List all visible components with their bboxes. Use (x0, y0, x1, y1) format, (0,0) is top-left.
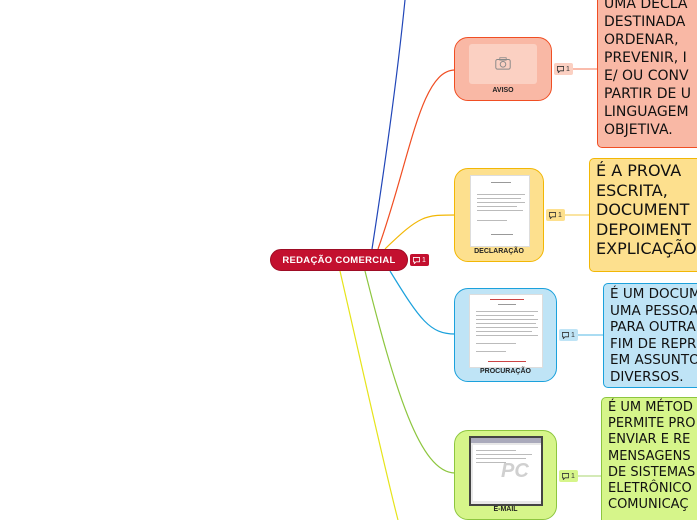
declaracao-document-thumbnail (470, 175, 530, 247)
note-declaracao: É A PROVA ESCRITA, DOCUMENT DEPOIMENT EX… (589, 158, 697, 272)
comment-icon (413, 257, 420, 264)
topic-email[interactable]: PC E-MAIL (454, 430, 557, 520)
topic-email-label: E-MAIL (455, 506, 556, 513)
aviso-image (469, 44, 537, 84)
email-screenshot-thumbnail: PC (469, 436, 543, 506)
connector-declaracao (385, 215, 455, 249)
note-procuracao: É UM DOCUM UMA PESSOA PARA OUTRA FIM DE … (603, 283, 697, 388)
email-comment-badge[interactable]: 1 (559, 470, 578, 482)
central-topic[interactable]: REDAÇÃO COMERCIAL (270, 249, 408, 271)
connector-top (372, 0, 405, 249)
comment-icon (557, 66, 564, 73)
topic-procuracao[interactable]: PROCURAÇÃO (454, 288, 557, 382)
topic-aviso-label: AVISO (455, 87, 551, 94)
comment-icon (562, 332, 569, 339)
procuracao-comment-badge[interactable]: 1 (559, 329, 578, 341)
note-email: É UM MÉTOD PERMITE PRO ENVIAR E RE MENSA… (601, 397, 697, 520)
central-topic-label: REDAÇÃO COMERCIAL (282, 255, 395, 266)
topic-aviso[interactable]: AVISO (454, 37, 552, 101)
procuracao-document-thumbnail (469, 294, 543, 368)
central-comment-badge[interactable]: 1 (410, 254, 429, 266)
topic-declaracao-label: DECLARAÇÃO (455, 248, 543, 255)
camera-icon (495, 57, 511, 70)
topic-procuracao-label: PROCURAÇÃO (455, 368, 556, 375)
connector-procuracao (390, 271, 455, 334)
aviso-comment-badge[interactable]: 1 (554, 63, 573, 75)
note-aviso: UMA DECLA DESTINADA ORDENAR, PREVENIR, I… (597, 0, 697, 148)
comment-icon (562, 473, 569, 480)
comment-icon (549, 212, 556, 219)
topic-declaracao[interactable]: DECLARAÇÃO (454, 168, 544, 262)
connector-bottom (340, 271, 398, 520)
declaracao-comment-badge[interactable]: 1 (546, 209, 565, 221)
